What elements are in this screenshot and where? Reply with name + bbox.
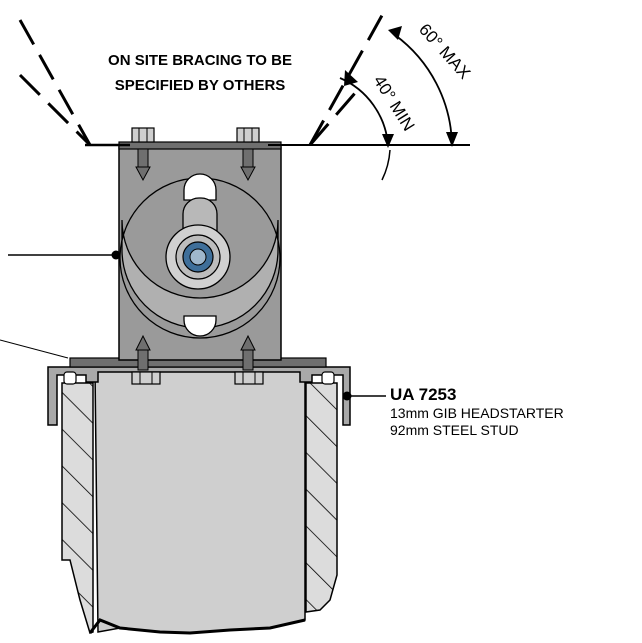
headstarter-track: [47, 366, 351, 426]
product-callout: UA 7253 13mm GIB HEADSTARTER 92mm STEEL …: [390, 385, 564, 439]
top-slot: [183, 173, 217, 201]
steel-stud-body: [94, 369, 306, 634]
leader-dot-callout: [342, 391, 352, 401]
bolt-center: [189, 248, 207, 266]
pivot-disc: [121, 219, 279, 329]
bracing-note: ON SITE BRACING TO BE SPECIFIED BY OTHER…: [70, 48, 330, 98]
brace-line-left-b: [18, 73, 92, 147]
bottom-slot: [183, 315, 217, 337]
angle-arc-min-tail: [381, 149, 391, 181]
bracing-note-line1: ON SITE BRACING TO BE: [108, 52, 292, 69]
angle-label-min: 40° MIN: [370, 72, 419, 134]
callout-line-2: 92mm STEEL STUD: [390, 422, 519, 438]
leader-dot-bracket: [111, 250, 121, 260]
angle-label-max: 60° MAX: [415, 20, 474, 83]
top-bolt-right: [236, 127, 260, 182]
arrowhead-max-bottom: [446, 132, 458, 147]
top-bolt-left: [131, 127, 155, 182]
track-clip-left: [63, 371, 77, 385]
brace-line-left-a: [18, 19, 92, 146]
callout-line-1: 13mm GIB HEADSTARTER: [390, 405, 564, 421]
arrowhead-min-bottom: [382, 134, 394, 148]
gib-board-right: [305, 382, 338, 613]
leader-line-base: [0, 339, 69, 359]
arrowhead-max-top: [388, 26, 402, 40]
arrowhead-min-top: [344, 70, 358, 86]
bracing-note-line2: SPECIFIED BY OTHERS: [114, 77, 286, 94]
brace-line-right-a: [308, 9, 387, 146]
angle-arc-max: [394, 34, 453, 146]
bracket-top-flange: [118, 141, 282, 150]
brace-line-right-b: [308, 84, 364, 146]
gib-board-left: [61, 382, 94, 634]
bottom-bolt-left: [131, 334, 161, 385]
bottom-bolt-right: [234, 334, 264, 385]
product-code: UA 7253: [390, 385, 457, 404]
break-line: [88, 618, 306, 635]
track-clip-right: [321, 371, 335, 385]
